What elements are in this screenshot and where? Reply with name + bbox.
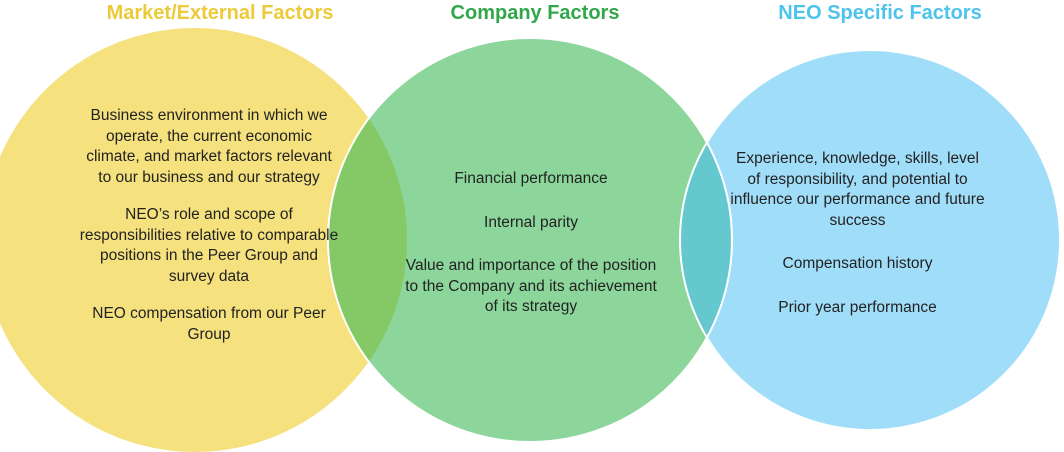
neo-factor-item: Prior year performance	[778, 298, 937, 316]
neo-factors-heading: NEO Specific Factors	[778, 2, 982, 24]
market-factors-heading: Market/External Factors	[106, 2, 334, 24]
company-factor-item: Internal parity	[484, 213, 578, 231]
company-factor-item: Value and importance of the position to …	[405, 257, 657, 315]
market-factor-item: Business environment in which we operate…	[86, 107, 332, 186]
market-factors-list: Business environment in which we operate…	[78, 106, 340, 362]
company-factors-list: Financial performance Internal parity Va…	[400, 169, 662, 341]
market-factor-item: NEO compensation from our Peer Group	[92, 305, 326, 343]
neo-circle-outline	[679, 49, 1061, 431]
neo-factors-list: Experience, knowledge, skills, level of …	[730, 149, 985, 341]
neo-factor-item: Experience, knowledge, skills, level of …	[730, 150, 985, 229]
neo-factors-circle	[680, 50, 1060, 430]
company-factor-item: Financial performance	[454, 170, 608, 187]
neo-factor-item: Compensation history	[782, 255, 933, 272]
company-circle-outline	[327, 37, 733, 443]
market-factor-item: NEO’s role and scope of responsibilities…	[79, 206, 339, 285]
company-factors-circle	[328, 38, 732, 442]
company-factors-heading: Company Factors	[450, 2, 620, 24]
market-factors-circle	[0, 28, 407, 452]
